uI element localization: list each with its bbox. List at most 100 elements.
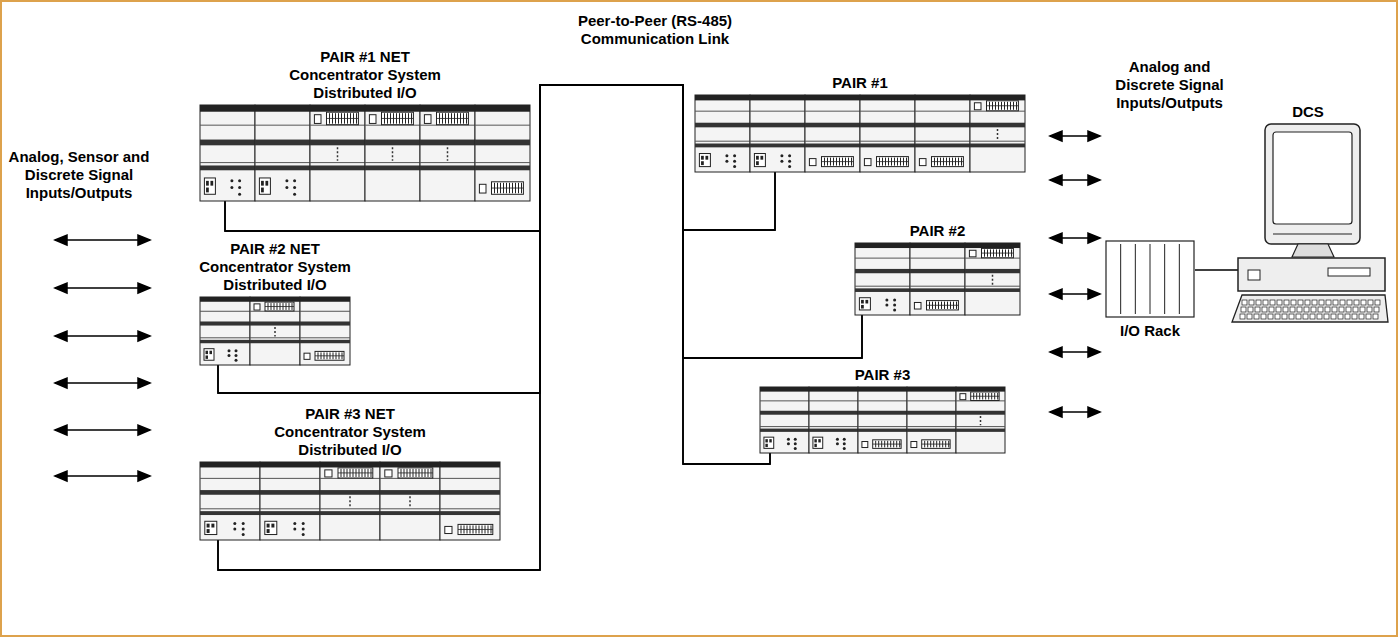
module-divider — [409, 496, 411, 507]
bus-connector — [218, 85, 775, 393]
keyboard-key — [1311, 307, 1316, 312]
io-rack: I/O Rack — [1105, 240, 1195, 340]
terminal-block — [873, 440, 901, 449]
signal-label: Peer-to-Peer (RS-485) Communication Link — [555, 12, 755, 48]
keyboard-key — [1347, 300, 1352, 305]
node-heading: PAIR #2 — [855, 222, 1020, 240]
module-top-band — [200, 462, 260, 467]
module-top-band — [200, 105, 255, 112]
keyboard-key — [1283, 307, 1288, 312]
module-divider — [274, 327, 276, 337]
module-body — [809, 387, 858, 453]
keyboard-key — [1263, 300, 1268, 305]
bus-connector — [1195, 270, 1238, 271]
keyboard-key — [1275, 314, 1280, 319]
module-low-band — [910, 288, 965, 292]
terminal-slot — [873, 444, 901, 445]
connector-line — [218, 85, 775, 570]
module-top-band — [475, 105, 530, 112]
module-tab — [864, 159, 871, 166]
module-tab — [969, 250, 976, 257]
io-system: PAIR #2 NET Concentrator System Distribu… — [200, 240, 350, 365]
terminal-slot — [971, 396, 999, 397]
module-mid-band — [915, 123, 970, 128]
keyboard-key — [1373, 314, 1378, 319]
switch-key — [206, 355, 209, 358]
keyboard-key — [1298, 300, 1303, 305]
status-led — [238, 179, 241, 182]
switch-key — [760, 156, 763, 160]
module-top-band — [320, 462, 380, 467]
dip-switch — [764, 437, 774, 448]
terminal-block — [458, 524, 493, 534]
module-low-band — [380, 511, 440, 515]
module-body — [805, 95, 860, 172]
switch-key — [211, 524, 214, 528]
keyboard-key — [1332, 307, 1337, 312]
keyboard-key — [1366, 314, 1371, 319]
keyboard-key — [1318, 307, 1323, 312]
signal-arrow — [1050, 233, 1100, 243]
module-low-band — [750, 144, 805, 148]
module-line — [907, 426, 956, 427]
module-tab — [960, 394, 966, 400]
terminal-slot — [338, 472, 373, 473]
status-led — [235, 349, 238, 352]
module-low-band — [860, 144, 915, 148]
module-line — [310, 162, 365, 163]
status-led — [293, 193, 296, 196]
node-heading: I/O Rack — [1105, 322, 1195, 340]
terminal-block — [927, 301, 959, 310]
module-mid-band — [910, 269, 965, 273]
keyboard-key — [1240, 314, 1245, 319]
module-line — [300, 337, 350, 338]
keyboard-key — [1262, 307, 1267, 312]
terminal-block — [877, 157, 909, 167]
status-led — [788, 165, 791, 168]
module-line — [809, 400, 858, 401]
monitor-case — [1265, 124, 1360, 244]
keyboard-key — [1242, 300, 1247, 305]
status-led — [238, 193, 241, 196]
module-mid-band — [805, 123, 860, 128]
module-tab — [314, 115, 321, 124]
keyboard-key — [1338, 314, 1343, 319]
module-top-band — [956, 387, 1005, 392]
terminal-block — [982, 248, 1014, 257]
module-line — [956, 426, 1005, 427]
module-low-band — [260, 511, 320, 515]
status-led — [293, 522, 296, 525]
module-line — [255, 162, 310, 163]
module-top-band — [250, 297, 300, 302]
node-heading: PAIR #1 — [695, 74, 1025, 92]
connector-line — [218, 85, 775, 393]
switch-key — [861, 305, 864, 309]
terminal-slot — [927, 305, 959, 306]
terminal-slot — [922, 444, 950, 445]
keyboard-key — [1367, 307, 1372, 312]
status-led — [233, 522, 236, 525]
keyboard-key — [1290, 307, 1295, 312]
rack-slot — [1150, 244, 1151, 314]
terminal-block — [327, 112, 359, 124]
module-tab — [304, 353, 310, 359]
module-line — [440, 478, 500, 479]
rack-slot — [1135, 244, 1136, 314]
node-heading: DCS — [1228, 103, 1388, 121]
status-led — [780, 160, 783, 163]
module-top-band — [910, 243, 965, 248]
switch-key — [814, 444, 816, 447]
keyboard-key — [1254, 314, 1259, 319]
module-line — [200, 337, 250, 338]
module-mid-band — [320, 490, 380, 495]
status-led — [302, 533, 305, 536]
switch-key — [814, 439, 816, 442]
module-line — [915, 111, 970, 112]
module-mid-band — [907, 411, 956, 415]
terminal-block — [932, 157, 964, 167]
status-led — [885, 298, 888, 301]
status-led — [794, 447, 797, 450]
switch-key — [756, 156, 759, 160]
switch-key — [207, 524, 210, 528]
